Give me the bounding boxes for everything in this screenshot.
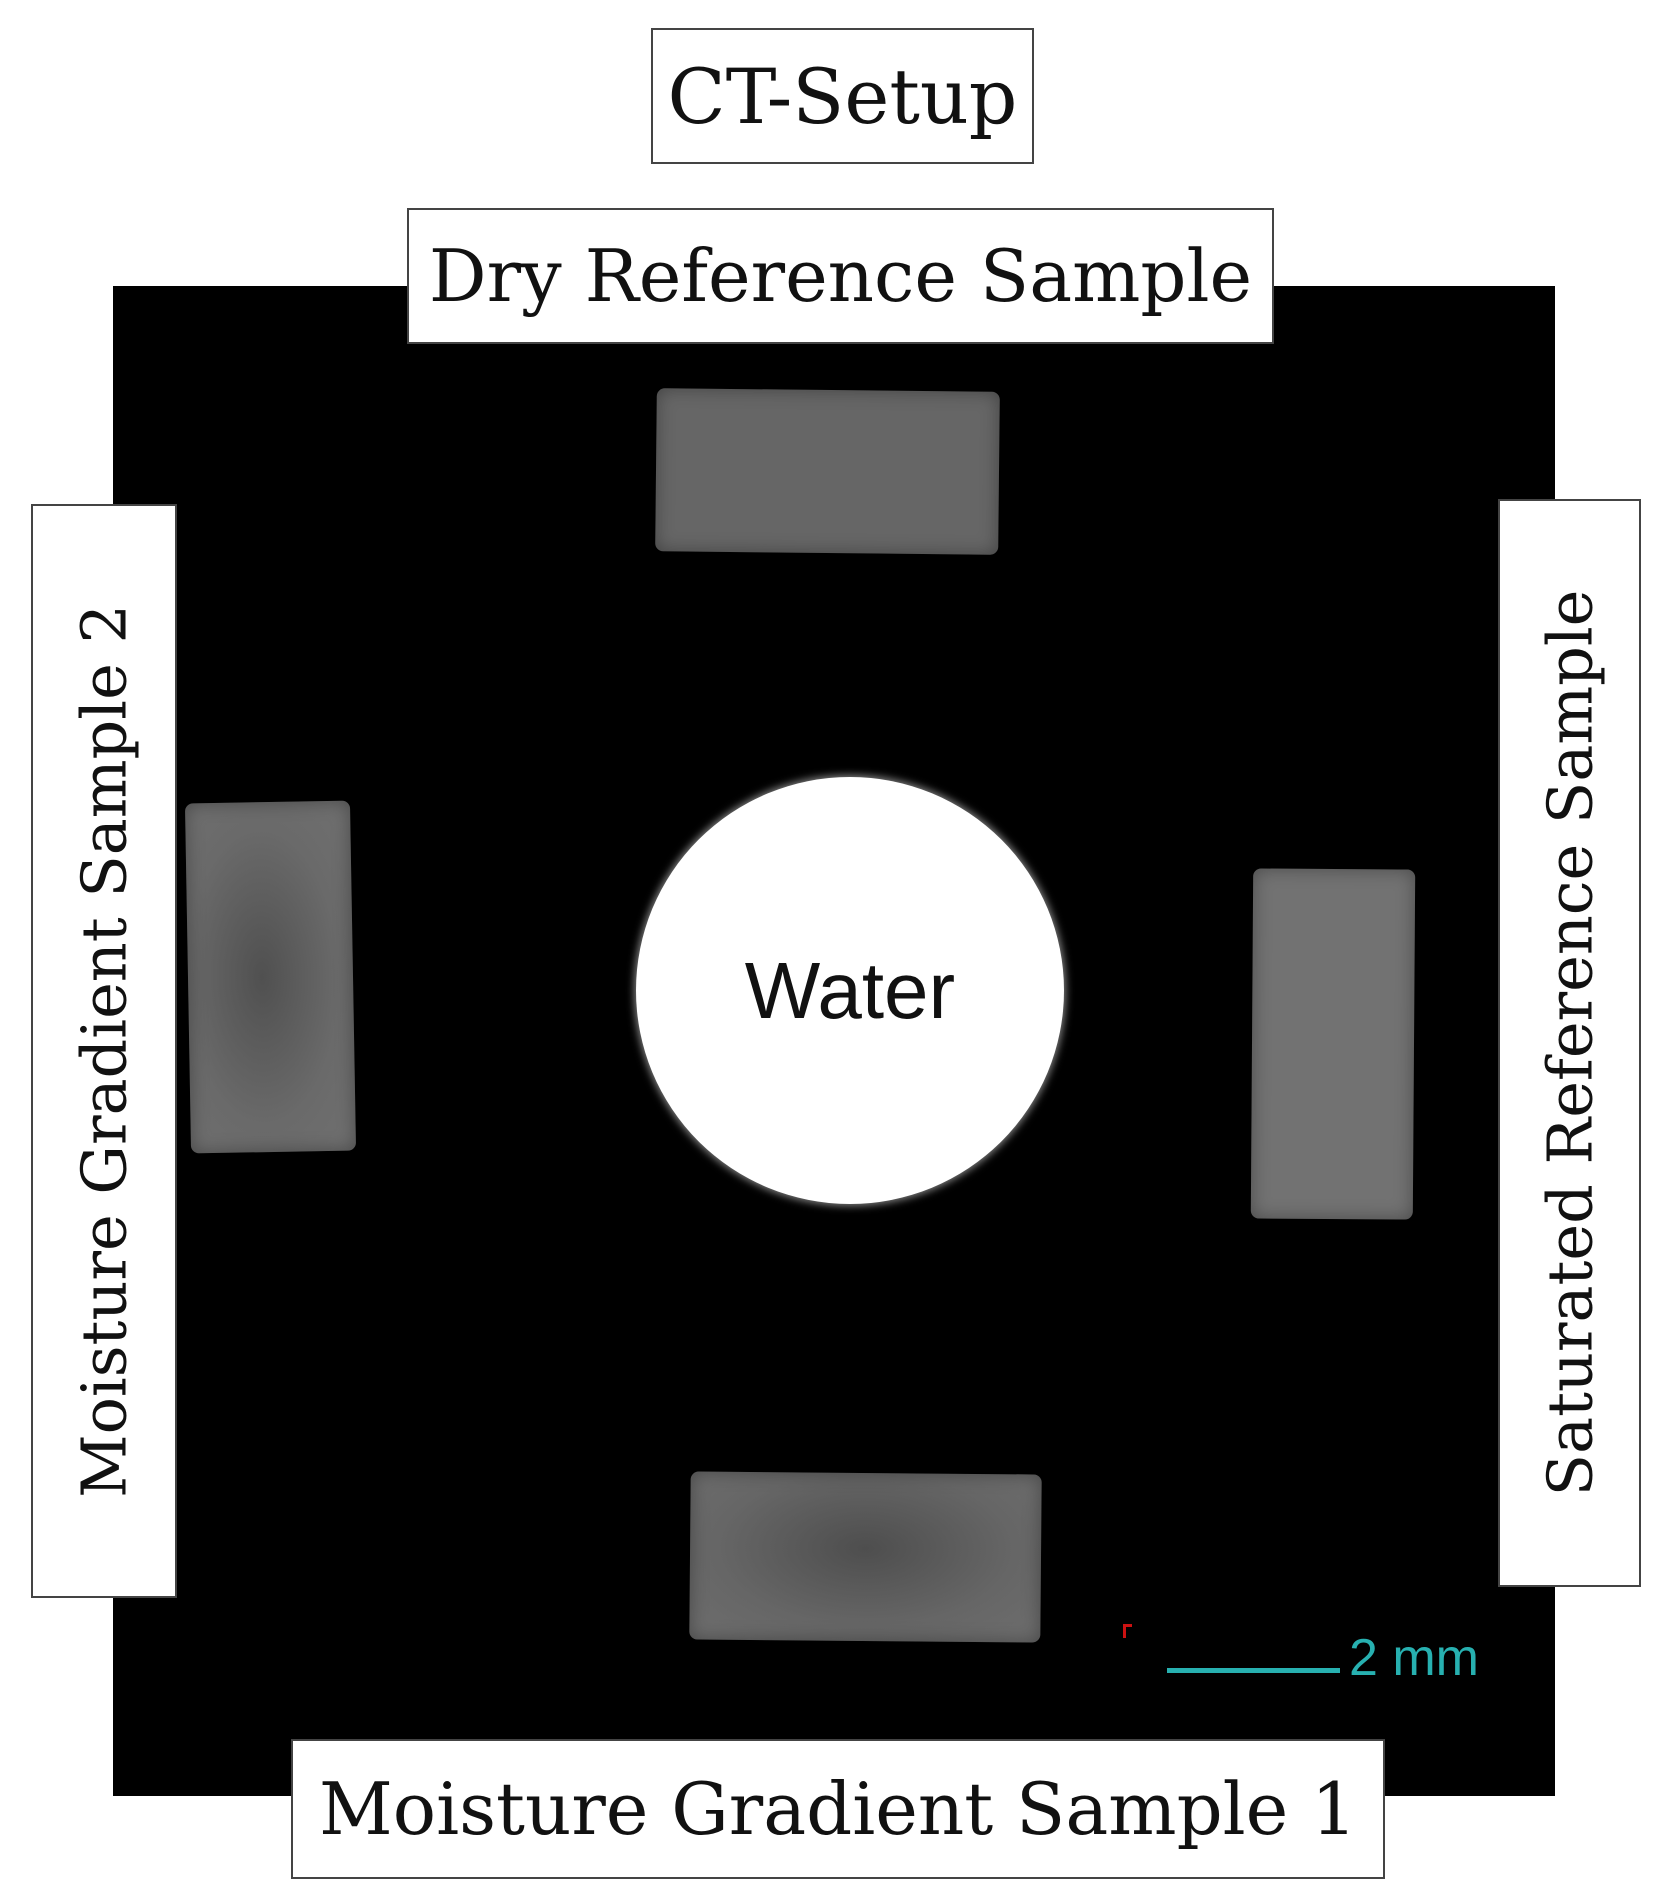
title-label: CT-Setup <box>651 28 1034 164</box>
water-region: Water <box>636 777 1064 1204</box>
moisture-gradient-sample-1-region <box>689 1471 1042 1643</box>
title-text: CT-Setup <box>667 51 1018 141</box>
moisture-gradient-sample-2-region <box>184 800 357 1154</box>
moisture-gradient-sample-1-text: Moisture Gradient Sample 1 <box>319 1767 1357 1851</box>
saturated-reference-sample-label: Saturated Reference Sample <box>1498 499 1641 1587</box>
ct-scan-image: Water 2 mm <box>113 286 1555 1796</box>
dry-reference-sample-text: Dry Reference Sample <box>428 234 1253 318</box>
dry-reference-sample-region <box>655 388 1000 555</box>
saturated-reference-sample-text: Saturated Reference Sample <box>1533 589 1606 1497</box>
red-corner-marker <box>1123 1624 1132 1638</box>
scale-bar-line <box>1167 1668 1340 1673</box>
moisture-gradient-sample-2-text: Moisture Gradient Sample 2 <box>67 604 141 1498</box>
water-label: Water <box>744 945 956 1035</box>
moisture-gradient-sample-1-label: Moisture Gradient Sample 1 <box>291 1739 1385 1879</box>
saturated-reference-sample-region <box>1250 868 1416 1220</box>
moisture-gradient-sample-2-label: Moisture Gradient Sample 2 <box>31 504 177 1598</box>
scale-bar-label: 2 mm <box>1349 1629 1479 1687</box>
dry-reference-sample-label: Dry Reference Sample <box>407 208 1274 344</box>
